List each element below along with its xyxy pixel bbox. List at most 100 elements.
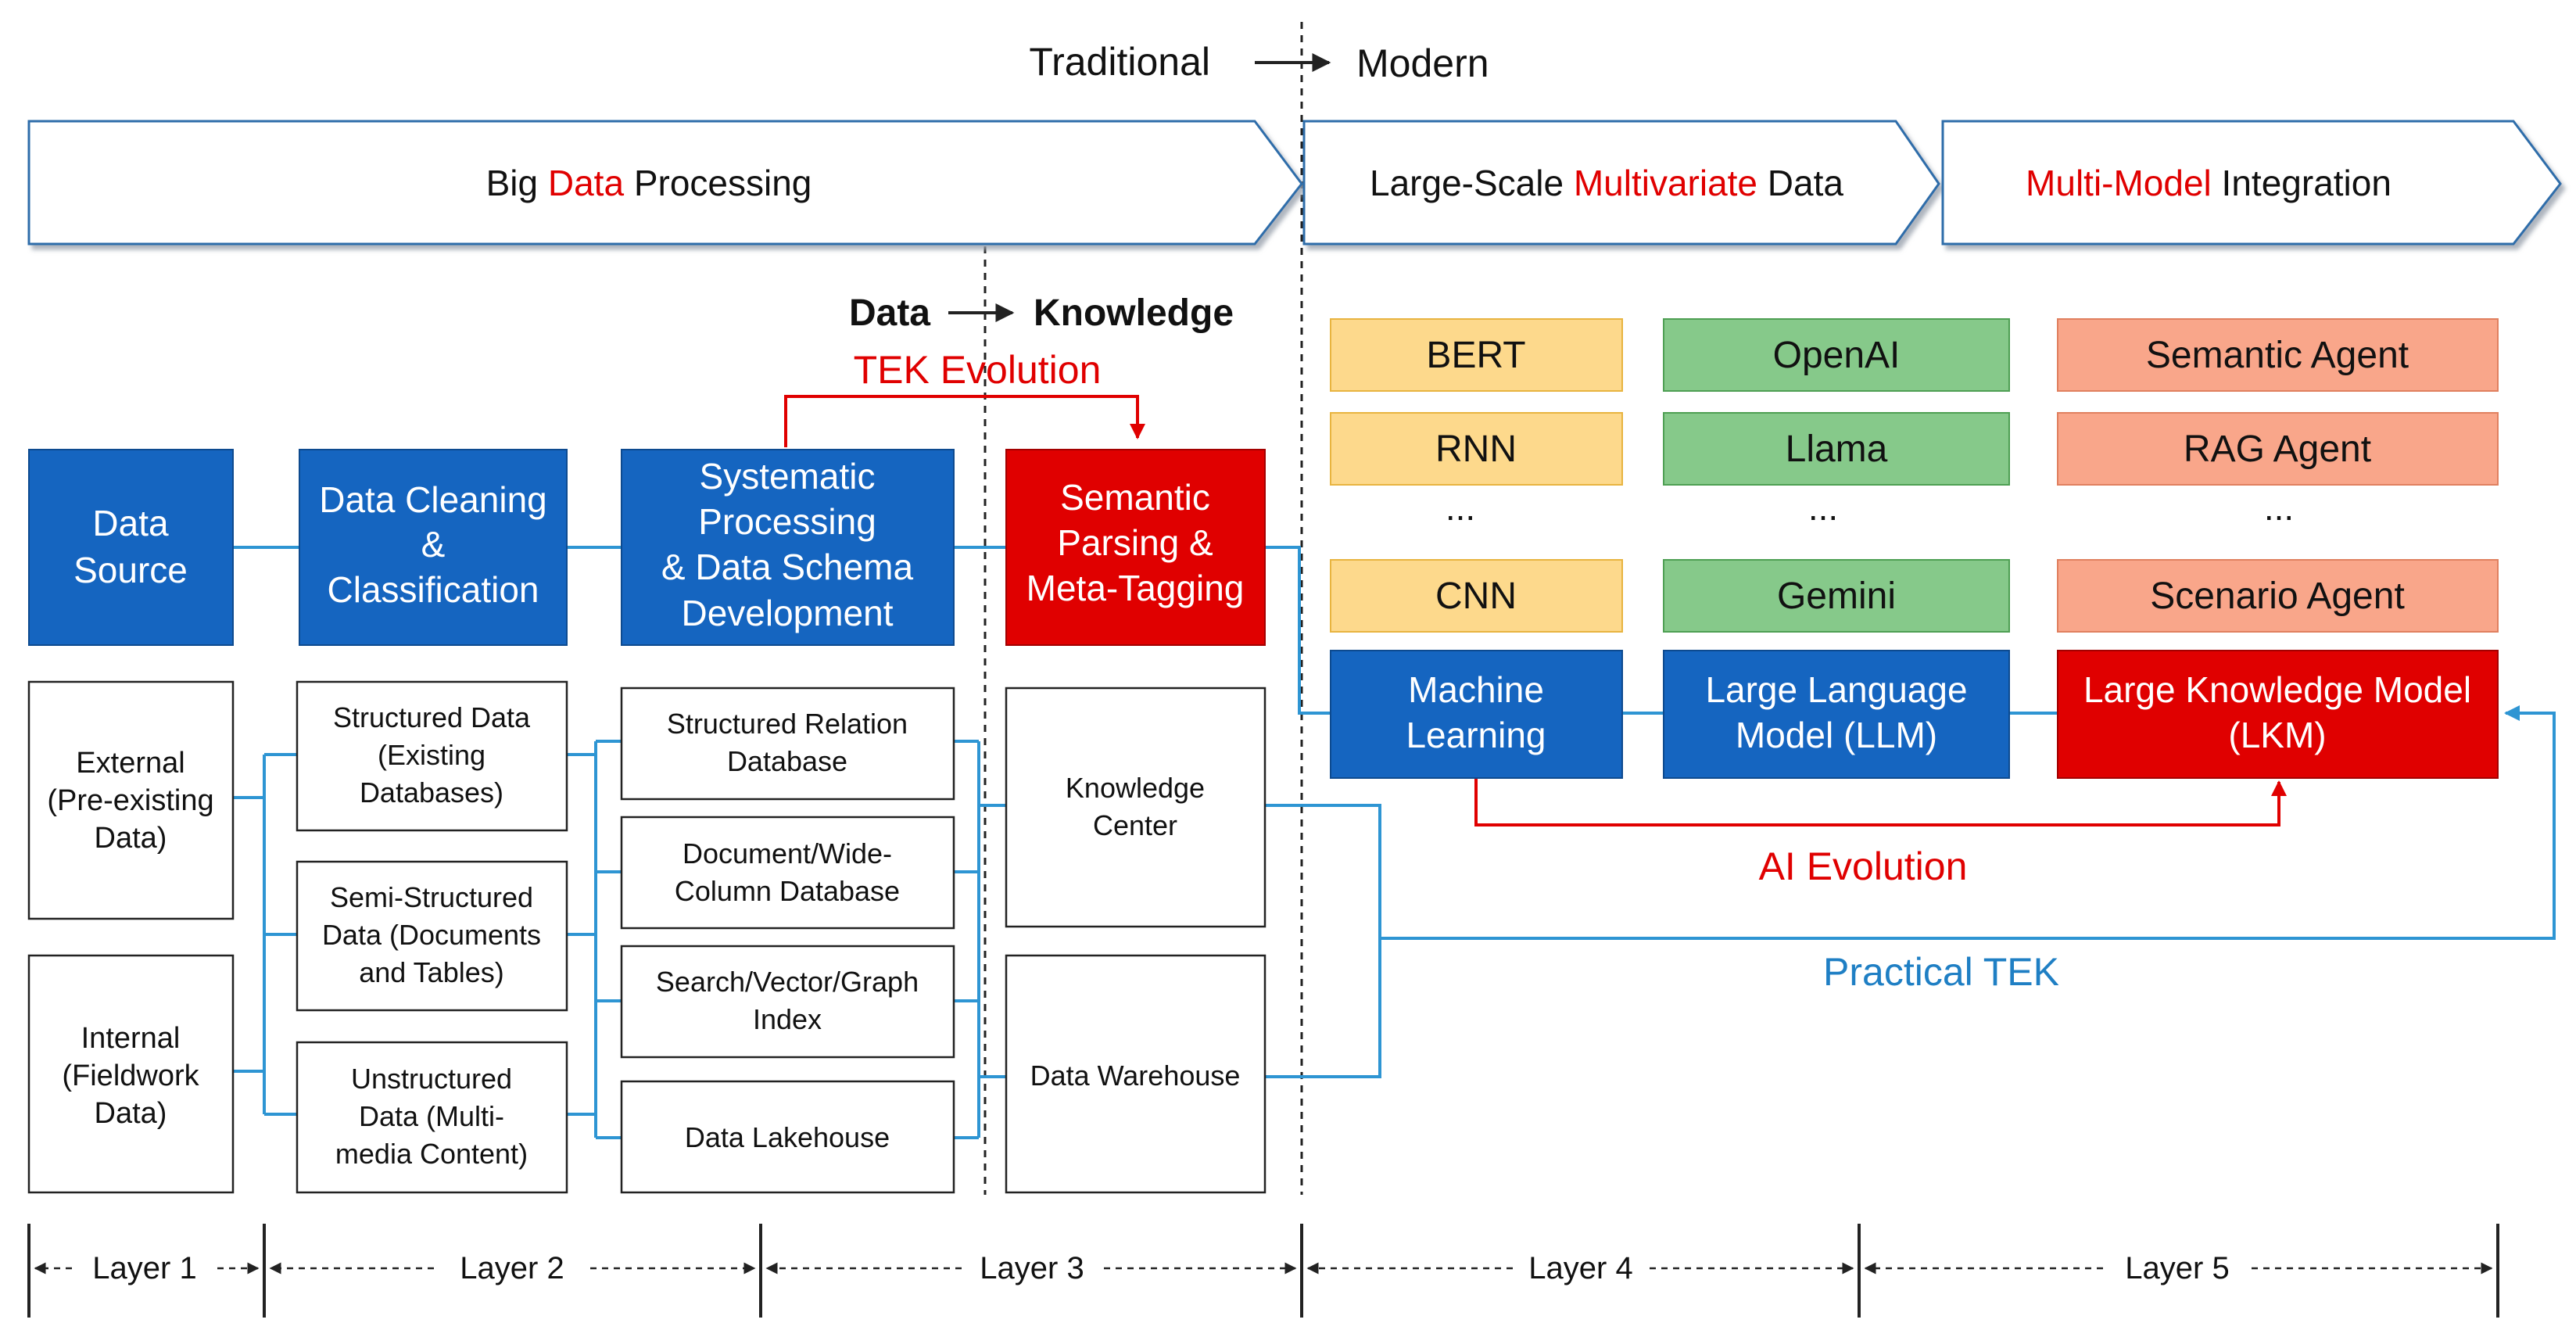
knowledge-center-box: Knowledge Center [1005,687,1267,928]
svg-text:Processing: Processing [698,501,876,542]
layer-4-label: Layer 4 [1528,1251,1632,1285]
agent-scenario: Scenario Agent [2057,559,2499,633]
svg-text:Learning: Learning [1406,715,1546,755]
banner-big-data [27,120,1303,246]
knowledge-label: Knowledge [1034,292,1234,334]
svg-text:(Fieldwork: (Fieldwork [62,1060,199,1092]
svg-text:Llama: Llama [1786,428,1888,470]
banner-multi-model-label: Multi-Model Integration [2026,163,2391,203]
agent-rag: RAG Agent [2057,412,2499,486]
layer-3-label: Layer 3 [980,1251,1084,1285]
svg-text:(Existing: (Existing [378,739,485,771]
svg-text:Meta-Tagging: Meta-Tagging [1026,568,1245,608]
svg-text:Semantic: Semantic [1060,477,1210,518]
svg-text:Source: Source [73,550,188,590]
banner-multivariate [1302,120,1940,246]
practical-tek-label: Practical TEK [1823,950,2059,994]
relation-database-box: Structured Relation Database [620,687,955,801]
svg-text:Structured Data: Structured Data [333,701,531,733]
svg-text:Data Cleaning: Data Cleaning [319,479,547,520]
svg-text:Classification: Classification [328,569,539,610]
layer-2-label: Layer 2 [460,1251,564,1285]
svg-text:Unstructured: Unstructured [351,1063,512,1095]
data-warehouse-box: Data Warehouse [1005,954,1267,1194]
model-openai: OpenAI [1663,318,2010,392]
svg-text:Data): Data) [95,1097,167,1130]
svg-text:Data): Data) [95,822,167,855]
traditional-label: Traditional [1029,40,1210,84]
svg-text:(Pre-existing: (Pre-existing [47,784,213,817]
semantic-parsing-box: Semantic Parsing & Meta-Tagging [1005,449,1266,646]
svg-text:media Content): media Content) [335,1138,528,1170]
blue-connectors [233,546,2556,1139]
model-llama: Llama [1663,412,2010,486]
data-label: Data [849,292,930,334]
svg-text:Data (Multi-: Data (Multi- [359,1100,504,1132]
svg-text:(LKM): (LKM) [2228,715,2326,755]
svg-text:&: & [421,524,446,565]
ai-evolution-arrow [1474,778,2287,826]
svg-text:Data Warehouse: Data Warehouse [1030,1060,1241,1092]
unstructured-data-box: Unstructured Data (Multi- media Content) [296,1041,568,1194]
lkm-box: Large Knowledge Model (LKM) [2057,650,2499,779]
svg-text:and Tables): and Tables) [359,956,503,988]
external-data-box: External (Pre-existing Data) [27,680,235,920]
model-cnn: CNN [1330,559,1623,633]
svg-text:Semantic Agent: Semantic Agent [2146,335,2409,376]
svg-text:Index: Index [753,1003,822,1035]
svg-text:Parsing &: Parsing & [1057,522,1213,563]
search-index-box: Search/Vector/Graph Index [620,945,955,1059]
svg-text:Machine: Machine [1408,669,1544,710]
structured-data-box: Structured Data (Existing Databases) [296,680,568,832]
svg-text:Large Language: Large Language [1705,669,1967,710]
data-source-box: Data Source [28,449,234,646]
layer-1-label: Layer 1 [92,1251,196,1285]
document-database-box: Document/Wide- Column Database [620,816,955,930]
tek-evolution-label: TEK Evolution [854,348,1102,392]
model-rnn: RNN [1330,412,1623,486]
svg-text:& Data Schema: & Data Schema [661,547,914,587]
svg-text:Gemini: Gemini [1777,575,1896,617]
ai-evolution-label: AI Evolution [1759,844,1968,888]
svg-text:Data (Documents: Data (Documents [322,919,541,951]
svg-text:Model (LLM): Model (LLM) [1736,715,1937,755]
llm-box: Large Language Model (LLM) [1663,650,2010,779]
svg-text:BERT: BERT [1426,335,1525,376]
svg-text:Scenario Agent: Scenario Agent [2150,575,2405,617]
svg-text:CNN: CNN [1435,575,1517,617]
machine-learning-box: Machine Learning [1330,650,1623,779]
svg-text:External: External [76,747,185,780]
internal-data-box: Internal (Fieldwork Data) [27,954,235,1194]
data-lakehouse-box: Data Lakehouse [620,1080,955,1194]
semi-structured-data-box: Semi-Structured Data (Documents and Tabl… [296,860,568,1012]
model-llm-ellipsis: ... [1808,487,1838,528]
svg-text:Data: Data [92,503,169,543]
svg-text:Center: Center [1093,809,1177,841]
svg-text:Document/Wide-: Document/Wide- [683,837,892,869]
svg-text:RAG Agent: RAG Agent [2184,428,2371,470]
agent-semantic: Semantic Agent [2057,318,2499,392]
systematic-processing-box: Systematic Processing & Data Schema Deve… [621,449,955,646]
banner-multivariate-label: Large-Scale Multivariate Data [1370,163,1843,203]
svg-text:Internal: Internal [81,1022,181,1055]
svg-text:Database: Database [727,745,847,777]
agent-ellipsis: ... [2264,487,2294,528]
svg-text:Column Database: Column Database [675,875,900,907]
model-gemini: Gemini [1663,559,2010,633]
svg-text:Knowledge: Knowledge [1066,772,1205,804]
svg-text:OpenAI: OpenAI [1773,335,1901,376]
svg-text:RNN: RNN [1435,428,1517,470]
svg-text:Systematic: Systematic [700,456,876,497]
tek-evolution-arrow [784,395,1145,447]
svg-text:Semi-Structured: Semi-Structured [330,881,533,913]
model-ml-ellipsis: ... [1446,487,1475,528]
banner-multi-model [1941,120,2562,246]
svg-text:Databases): Databases) [360,776,503,809]
svg-text:Search/Vector/Graph: Search/Vector/Graph [656,966,919,998]
model-bert: BERT [1330,318,1623,392]
data-cleaning-box: Data Cleaning & Classification [299,449,568,646]
layer-scale: Layer 1 Layer 2 Layer 3 Layer 4 Layer 5 [27,1224,2499,1318]
svg-text:Development: Development [681,593,893,633]
modern-label: Modern [1356,41,1489,85]
